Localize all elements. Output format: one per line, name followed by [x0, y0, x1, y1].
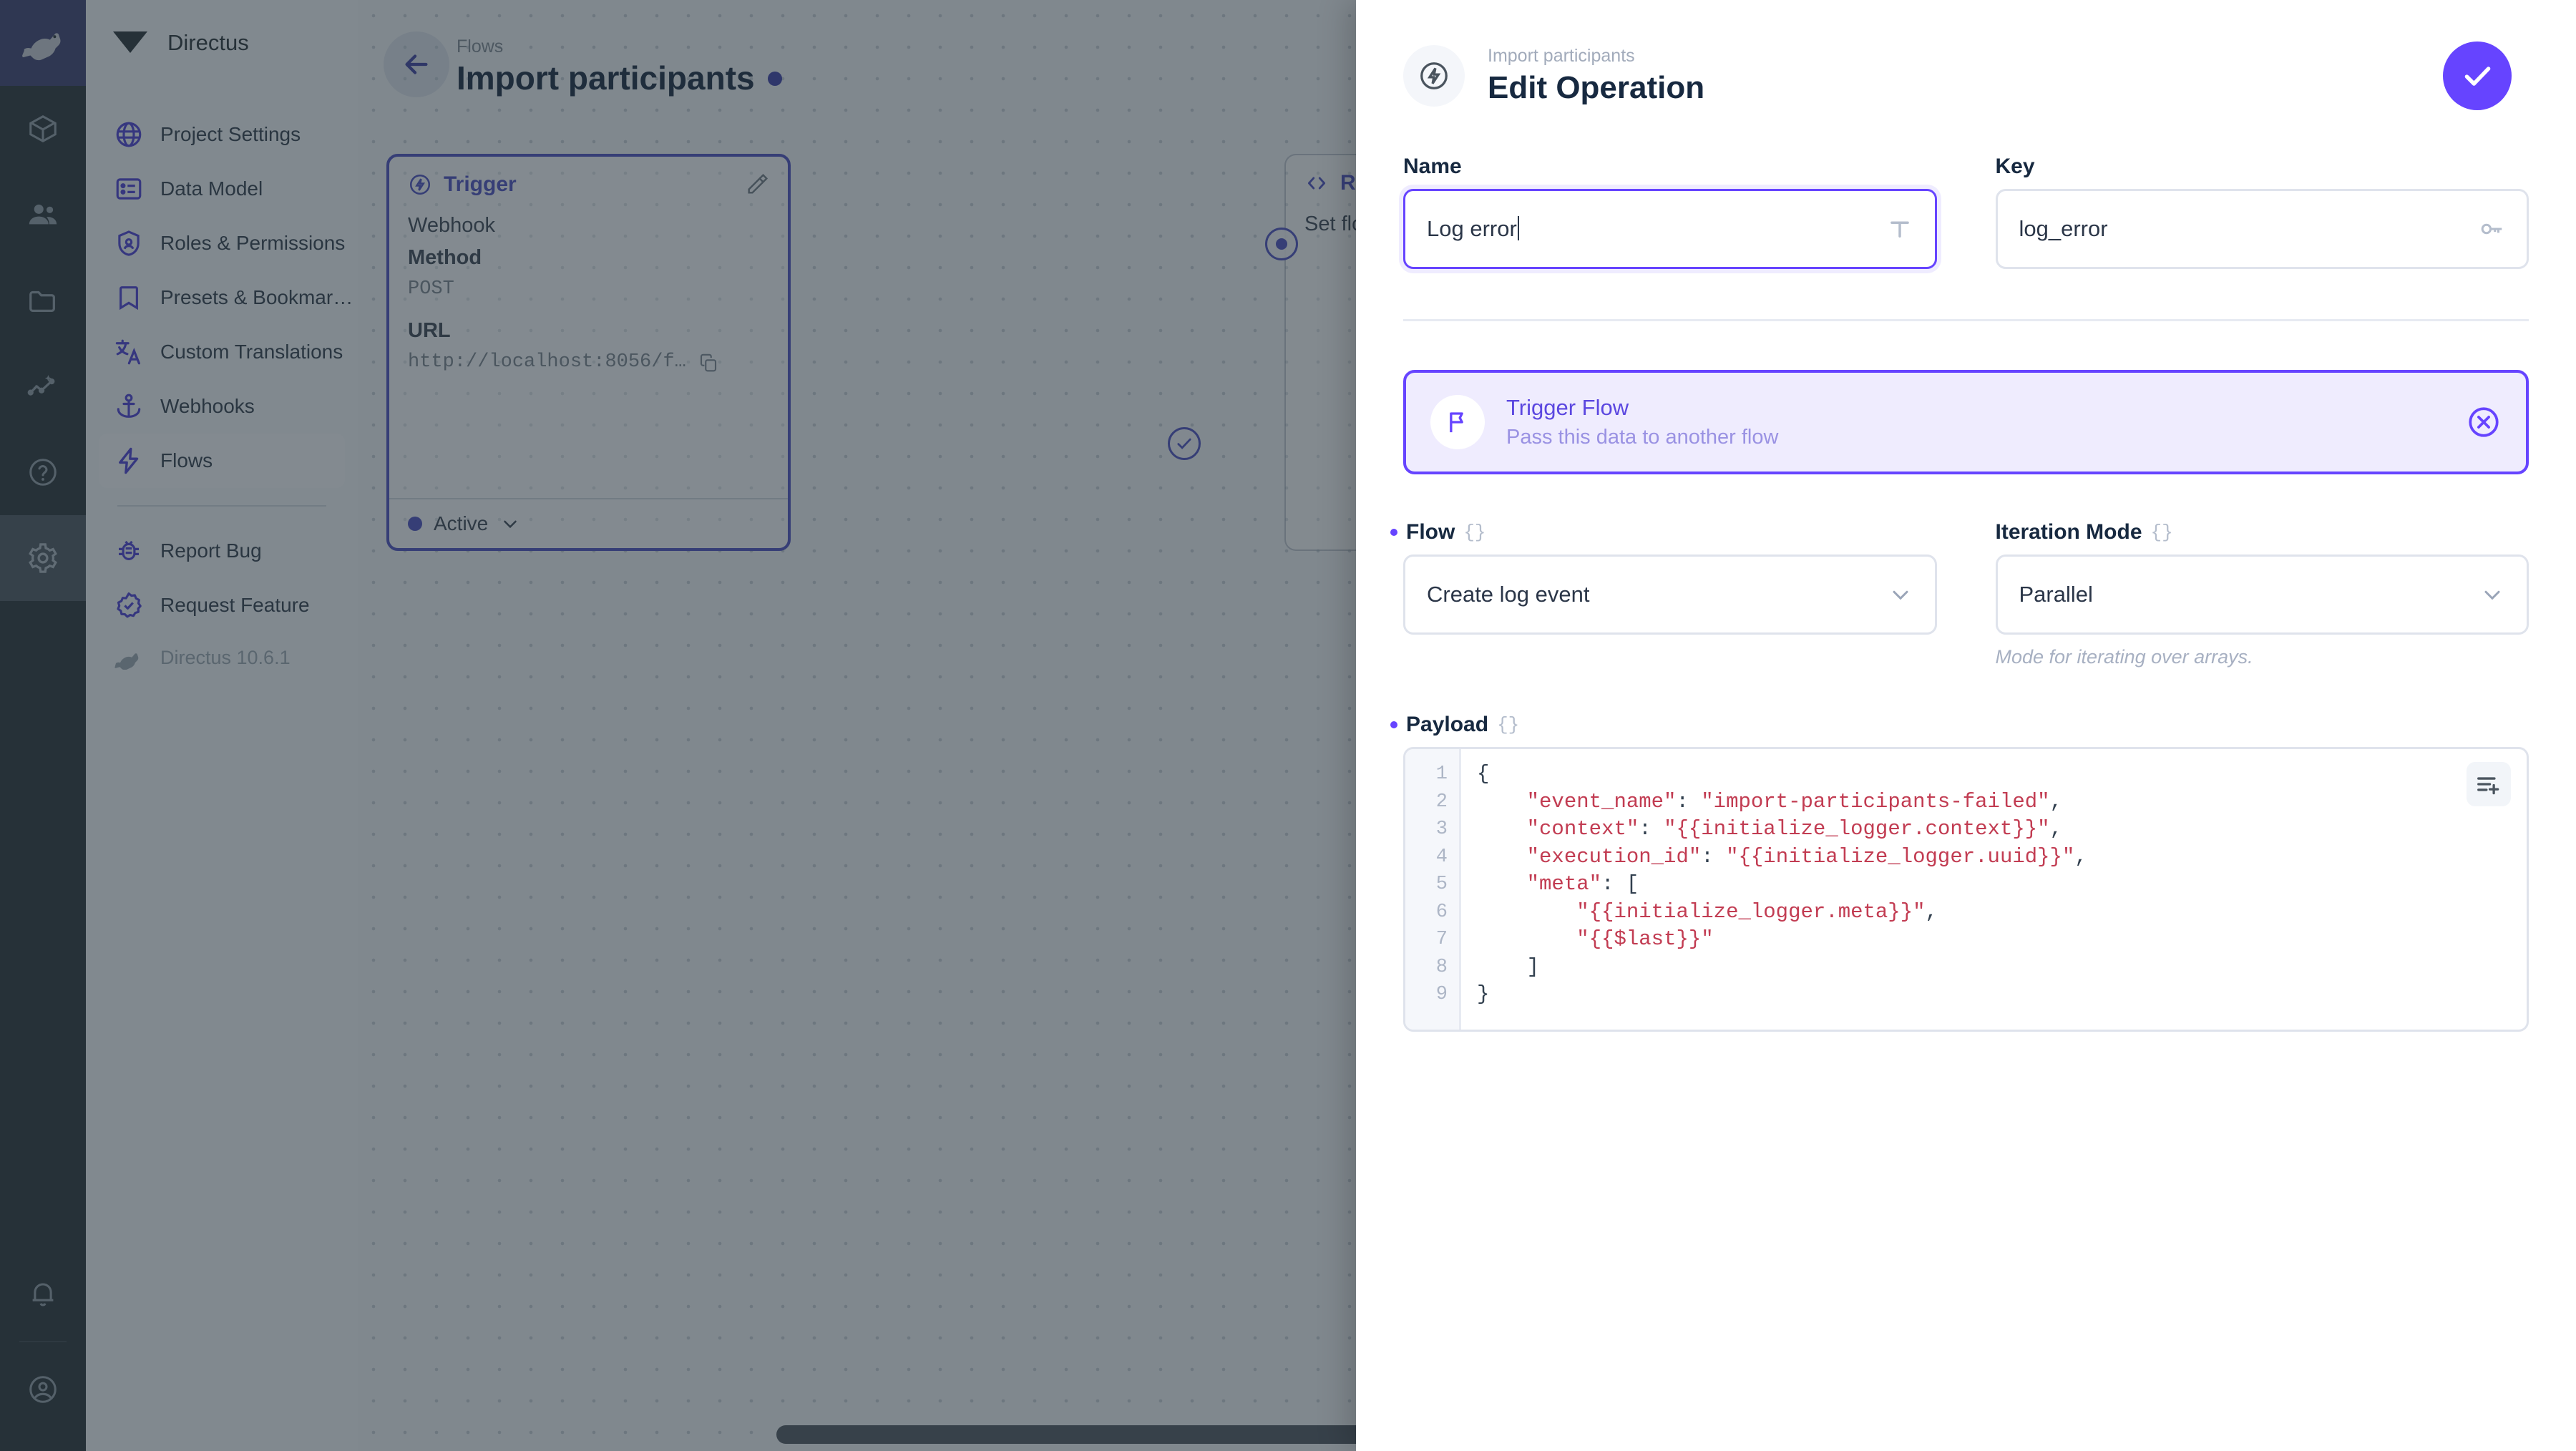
editor-code-line: "{{$last}}"	[1576, 927, 1714, 952]
name-label: Name	[1403, 155, 1462, 178]
key-input[interactable]: log_error	[1995, 189, 2529, 269]
editor-line-numbers: 1 2 3 4 5 6 7 8 9	[1405, 749, 1461, 1030]
edit-operation-drawer: Import participants Edit Operation Name …	[1356, 0, 2576, 1451]
drawer-title-block: Import participants Edit Operation	[1488, 44, 2420, 107]
chevron-down-icon	[2479, 582, 2505, 607]
editor-line-number: 9	[1435, 984, 1448, 1006]
name-field-group: Name Log error	[1403, 155, 1937, 269]
editor-line-number: 1	[1435, 763, 1448, 786]
editor-code-line: "{{initialize_logger.meta}}",	[1576, 899, 1938, 924]
editor-code-line: "execution_id": "{{initialize_logger.uui…	[1526, 844, 2087, 869]
key-input-value: log_error	[2019, 216, 2108, 241]
name-input-value: Log error	[1427, 216, 1876, 242]
flow-select[interactable]: Create log event	[1403, 554, 1937, 635]
editor-code-area[interactable]: { "event_name": "import-participants-fai…	[1461, 749, 2527, 1030]
drawer-body: Name Log error Key log_error	[1356, 110, 2576, 1032]
flow-label: Flow {}	[1390, 520, 1937, 544]
editor-code-line: }	[1477, 982, 1490, 1007]
operation-type-subtitle: Pass this data to another flow	[1506, 425, 1779, 449]
iteration-select-value: Parallel	[2019, 582, 2093, 607]
iteration-field-group: Iteration Mode {} Parallel Mode for iter…	[1995, 520, 2529, 668]
editor-line-number: 6	[1435, 901, 1448, 923]
operation-type-title: Trigger Flow	[1506, 395, 1629, 420]
save-button[interactable]	[2443, 41, 2512, 110]
drawer-title: Edit Operation	[1488, 69, 1705, 105]
name-input[interactable]: Log error	[1403, 189, 1937, 269]
clear-operation-type-button[interactable]	[2466, 404, 2502, 440]
required-indicator	[1390, 529, 1397, 537]
flow-field-group: Flow {} Create log event	[1390, 520, 1937, 668]
key-icon	[2478, 215, 2505, 243]
text-format-icon	[1886, 215, 1913, 243]
operation-type-text: Trigger Flow Pass this data to another f…	[1506, 393, 2444, 451]
editor-code-line: "meta": [	[1526, 872, 1639, 897]
flow-select-value: Create log event	[1427, 582, 1590, 607]
name-key-row: Name Log error Key log_error	[1403, 155, 2529, 269]
key-label: Key	[1995, 155, 2035, 178]
bolt-circle-icon	[1420, 62, 1448, 89]
editor-line-number: 4	[1435, 846, 1448, 868]
text-caret	[1517, 216, 1519, 240]
editor-code-line: ]	[1477, 954, 1540, 979]
editor-line-number: 3	[1435, 819, 1448, 841]
payload-code-editor[interactable]: 1 2 3 4 5 6 7 8 9 { "event_name": "import-partic…	[1403, 747, 2529, 1032]
flow-label-braces: {}	[1463, 522, 1486, 544]
playlist-add-icon[interactable]	[2467, 762, 2511, 807]
iteration-label: Iteration Mode {}	[1996, 520, 2529, 544]
section-divider	[1403, 319, 2529, 321]
editor-code-line: "context": "{{initialize_logger.context}…	[1526, 817, 2062, 841]
iteration-label-text: Iteration Mode	[1995, 520, 2142, 544]
editor-line-number: 7	[1435, 929, 1448, 951]
drawer-breadcrumb: Import participants	[1488, 46, 1635, 67]
editor-code-line: {	[1477, 762, 1490, 786]
operation-type-badge	[1403, 45, 1465, 107]
iteration-label-braces: {}	[2150, 522, 2173, 544]
iteration-hint: Mode for iterating over arrays.	[1995, 646, 2253, 668]
flag-icon	[1430, 395, 1485, 450]
payload-label: Payload {}	[1390, 713, 2529, 737]
iteration-select[interactable]: Parallel	[1995, 554, 2529, 635]
drawer-header: Import participants Edit Operation	[1356, 0, 2576, 110]
editor-line-number: 5	[1435, 874, 1448, 896]
flow-label-text: Flow	[1406, 520, 1455, 544]
check-icon	[2464, 67, 2491, 86]
payload-label-braces: {}	[1497, 714, 1520, 736]
editor-line-number: 8	[1435, 956, 1448, 978]
editor-line-number: 2	[1435, 791, 1448, 813]
flow-iteration-row: Flow {} Create log event Iteration Mode …	[1390, 520, 2529, 668]
editor-code-line: "event_name": "import-participants-faile…	[1526, 789, 2062, 814]
chevron-down-icon	[1888, 582, 1913, 607]
payload-field-group: Payload {} 1 2 3 4 5 6 7 8 9 { "event_name": "im…	[1390, 713, 2529, 1032]
payload-label-text: Payload	[1406, 713, 1489, 737]
key-field-group: Key log_error	[1995, 155, 2529, 269]
required-indicator	[1390, 721, 1397, 729]
operation-type-card[interactable]: Trigger Flow Pass this data to another f…	[1403, 370, 2529, 475]
cancel-circle-icon	[2469, 407, 2499, 437]
